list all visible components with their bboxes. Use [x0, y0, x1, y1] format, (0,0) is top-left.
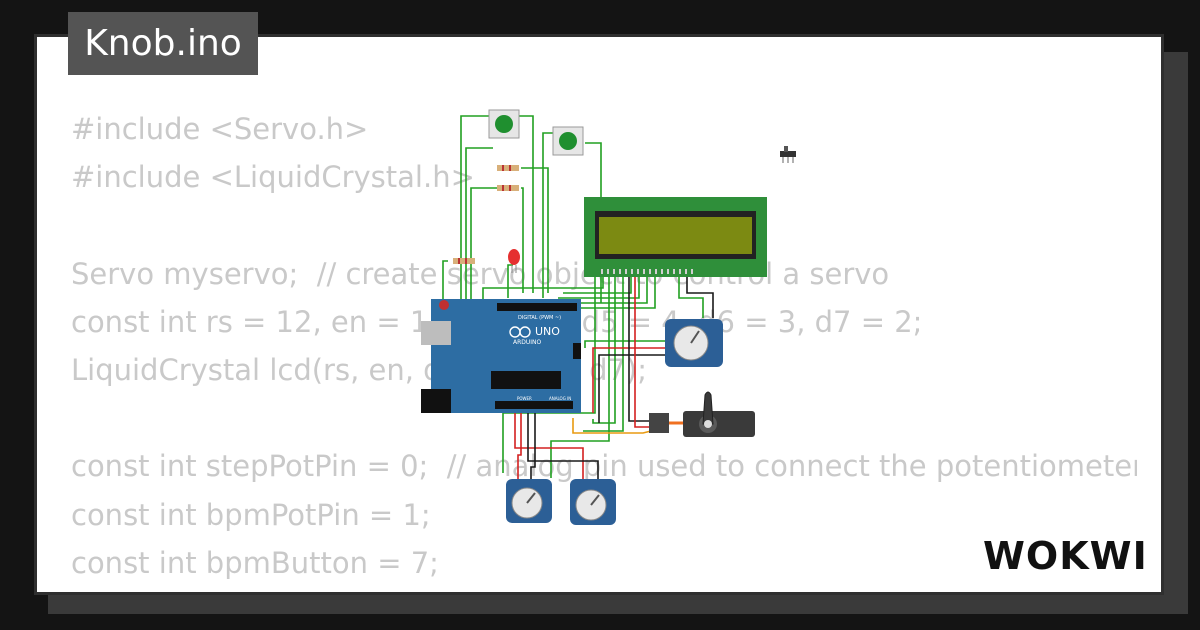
- wire: [542, 132, 553, 298]
- wire: [572, 418, 611, 434]
- wire: [514, 413, 584, 481]
- board-power-label: POWER: [517, 396, 532, 401]
- wire: [521, 187, 524, 293]
- wire: [634, 275, 651, 428]
- arduino-logo-icon: [509, 326, 531, 338]
- wires: [442, 115, 714, 481]
- code-line: const int stepPotPin = 0; // analog pin …: [71, 449, 1137, 484]
- wire: [527, 413, 599, 481]
- board-brand: ARDUINO: [513, 339, 542, 346]
- resistor-1: [497, 165, 519, 171]
- arduino-uno-board: DIGITAL (PWM ~) UNO ARDUINO POWER ANALOG…: [421, 299, 581, 413]
- wire: [584, 340, 665, 348]
- wire: [548, 275, 656, 309]
- wire: [686, 275, 714, 318]
- potentiometer-2: [506, 479, 552, 523]
- wire: [553, 275, 648, 304]
- wire: [611, 430, 652, 434]
- wokwi-logo: WOKWI: [983, 534, 1148, 578]
- wire: [558, 275, 640, 299]
- code-line: const int bpmPotPin = 1;: [71, 497, 431, 532]
- wire: [550, 275, 610, 478]
- board-model: UNO: [535, 325, 560, 338]
- svg-text:WOKWI: WOKWI: [983, 534, 1148, 578]
- wire: [460, 115, 489, 303]
- wire: [530, 413, 536, 481]
- wire: [592, 347, 665, 413]
- circuit-diagram: DIGITAL (PWM ~) UNO ARDUINO POWER ANALOG…: [421, 109, 796, 525]
- wire: [507, 264, 513, 298]
- wire: [563, 275, 632, 294]
- wire: [482, 275, 604, 303]
- wire: [521, 167, 549, 293]
- project-card[interactable]: #include <Servo.h> #include <LiquidCrysta…: [34, 34, 1164, 595]
- wire: [628, 275, 651, 422]
- wire: [518, 115, 534, 293]
- slide-switch: [780, 146, 796, 163]
- wire: [517, 413, 522, 481]
- pushbutton-2: [552, 126, 584, 156]
- pushbutton-1: [488, 109, 520, 139]
- wire: [592, 275, 616, 424]
- code-line: Servo myservo; // create servo object to…: [71, 256, 890, 291]
- led: [508, 249, 520, 273]
- potentiometer-3: [570, 479, 616, 525]
- wire: [465, 147, 493, 303]
- board-analog-label: ANALOG IN: [549, 396, 571, 401]
- lcd-display: [584, 197, 767, 277]
- servo-motor: [649, 391, 755, 437]
- wire: [442, 260, 448, 303]
- resistor-2: [497, 185, 519, 191]
- code-line: #include <Servo.h>: [71, 112, 369, 146]
- board-header-label: DIGITAL (PWM ~): [518, 315, 561, 321]
- potentiometer-1: [665, 319, 723, 367]
- project-title[interactable]: Knob.ino: [68, 12, 258, 75]
- code-line: const int bpmButton = 7;: [71, 545, 439, 580]
- wire: [678, 275, 704, 318]
- code-line: #include <LiquidCrystal.h>: [71, 160, 475, 195]
- wire: [583, 275, 624, 432]
- wire: [598, 354, 665, 423]
- resistor-3: [453, 258, 475, 264]
- wire: [470, 187, 497, 303]
